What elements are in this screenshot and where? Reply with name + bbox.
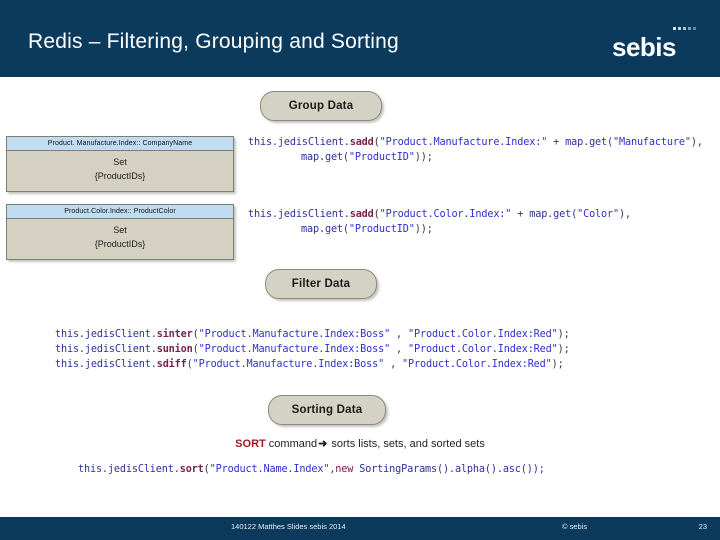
code-token-string: "Manufacture" (613, 137, 691, 148)
code-token-sep: , (390, 344, 409, 355)
page-number: 23 (698, 522, 707, 531)
code-token-mapget: map.get( (301, 224, 349, 235)
code-token-string: "Product.Color.Index:" (379, 209, 512, 220)
code-token-method: sinter (156, 329, 193, 340)
code-token-string: "Product.Name.Index" (209, 464, 330, 475)
code-token-method: sdiff (156, 359, 187, 370)
code-token-object: this.jedisClient. (78, 464, 180, 475)
entity-value: {ProductIDs} (94, 238, 146, 249)
code-token-mapget: map.get( (565, 137, 614, 148)
code-token-plus: + (511, 209, 530, 220)
code-token-string: "Product.Manufacture.Index:Boss" (192, 359, 385, 370)
code-token-plus: + (547, 137, 566, 148)
code-token-object: this.jedisClient. (55, 344, 157, 355)
slide-footer: 140122 Matthes Slides sebis 2014 © sebis… (0, 517, 720, 540)
code-token-paren: ( (203, 464, 210, 475)
slide-body: Group Data Product. Manufacture.Index:: … (0, 77, 720, 517)
entity-value: {ProductIDs} (94, 170, 146, 181)
code-token-method: sunion (156, 344, 193, 355)
code-block-sort: this.jedisClient.sort("Product.Name.Inde… (78, 462, 545, 477)
footer-source: 140122 Matthes Slides sebis 2014 (231, 522, 346, 531)
sorting-data-label: Sorting Data (268, 395, 386, 425)
code-token-tail: )); (414, 224, 433, 235)
code-token-tail: ), (690, 137, 703, 148)
code-token-method: sadd (349, 137, 374, 148)
code-token-tail: ); (551, 359, 564, 370)
code-token-tail: ); (557, 329, 570, 340)
entity-body: Set {ProductIDs} (7, 219, 233, 259)
code-token-tail: ), (619, 209, 631, 220)
code-token-string: "ProductID" (348, 152, 415, 163)
code-token-tail: )); (414, 152, 433, 163)
code-block-sadd-manufacture: this.jedisClient.sadd("Product.Manufactu… (248, 135, 703, 165)
group-data-label: Group Data (260, 91, 382, 121)
code-token-mapget: map.get( (301, 152, 349, 163)
code-token-sep: , (390, 329, 409, 340)
entity-box-color-index: Product.Color.Index:: ProductColor Set {… (6, 204, 234, 260)
slide-header: Redis – Filtering, Grouping and Sorting … (0, 0, 720, 77)
code-token-string: "Product.Manufacture.Index:Boss" (198, 344, 391, 355)
entity-body: Set {ProductIDs} (7, 151, 233, 191)
sort-caption-rest: command (265, 438, 318, 450)
code-token-object: this.jedisClient. (248, 137, 350, 148)
logo-dots-icon (673, 27, 696, 30)
entity-header: Product. Manufacture.Index:: CompanyName (7, 137, 233, 151)
code-block-filter: this.jedisClient.sinter("Product.Manufac… (55, 327, 570, 372)
code-token-object: this.jedisClient. (55, 359, 157, 370)
code-token-method: sort (179, 464, 204, 475)
sebis-logo: sebis (612, 26, 698, 60)
code-token-tail: ); (557, 344, 570, 355)
entity-box-manufacture-index: Product. Manufacture.Index:: CompanyName… (6, 136, 234, 192)
code-token-method: sadd (349, 209, 374, 220)
arrow-icon: ➜ (318, 438, 328, 450)
entity-type: Set (113, 225, 127, 235)
code-token-paren: ( (373, 209, 380, 220)
entity-header: Product.Color.Index:: ProductColor (7, 205, 233, 219)
code-token-object: this.jedisClient. (55, 329, 157, 340)
code-token-paren: ( (192, 329, 199, 340)
code-token-tail: SortingParams().alpha().asc()); (353, 464, 545, 475)
code-token-string: "Product.Color.Index:Red" (402, 359, 552, 370)
code-token-string: "Product.Color.Index:Red" (408, 329, 558, 340)
code-token-paren: ( (186, 359, 193, 370)
code-token-string: "Product.Manufacture.Index:" (379, 137, 548, 148)
code-token-paren: ( (373, 137, 380, 148)
code-token-sep: , (384, 359, 403, 370)
sort-caption-tail: sorts lists, sets, and sorted sets (328, 438, 485, 450)
code-token-object: this.jedisClient. (248, 209, 350, 220)
code-block-sadd-color: this.jedisClient.sadd("Product.Color.Ind… (248, 207, 631, 237)
footer-copyright: © sebis (562, 522, 588, 531)
code-token-mapget: map.get( (529, 209, 578, 220)
sort-keyword: SORT (235, 438, 266, 450)
code-token-comma: , (329, 464, 336, 475)
entity-type: Set (113, 157, 127, 167)
code-token-string: "Product.Color.Index:Red" (408, 344, 558, 355)
code-token-string: "Product.Manufacture.Index:Boss" (198, 329, 391, 340)
code-token-paren: ( (192, 344, 199, 355)
code-token-string: "Color" (577, 209, 619, 220)
sort-command-caption: SORT command➜ sorts lists, sets, and sor… (0, 437, 720, 450)
code-token-string: "ProductID" (348, 224, 415, 235)
page-title: Redis – Filtering, Grouping and Sorting (28, 30, 399, 53)
code-token-keyword: new (335, 464, 354, 475)
filter-data-label: Filter Data (265, 269, 377, 299)
logo-wordmark: sebis (612, 32, 677, 62)
